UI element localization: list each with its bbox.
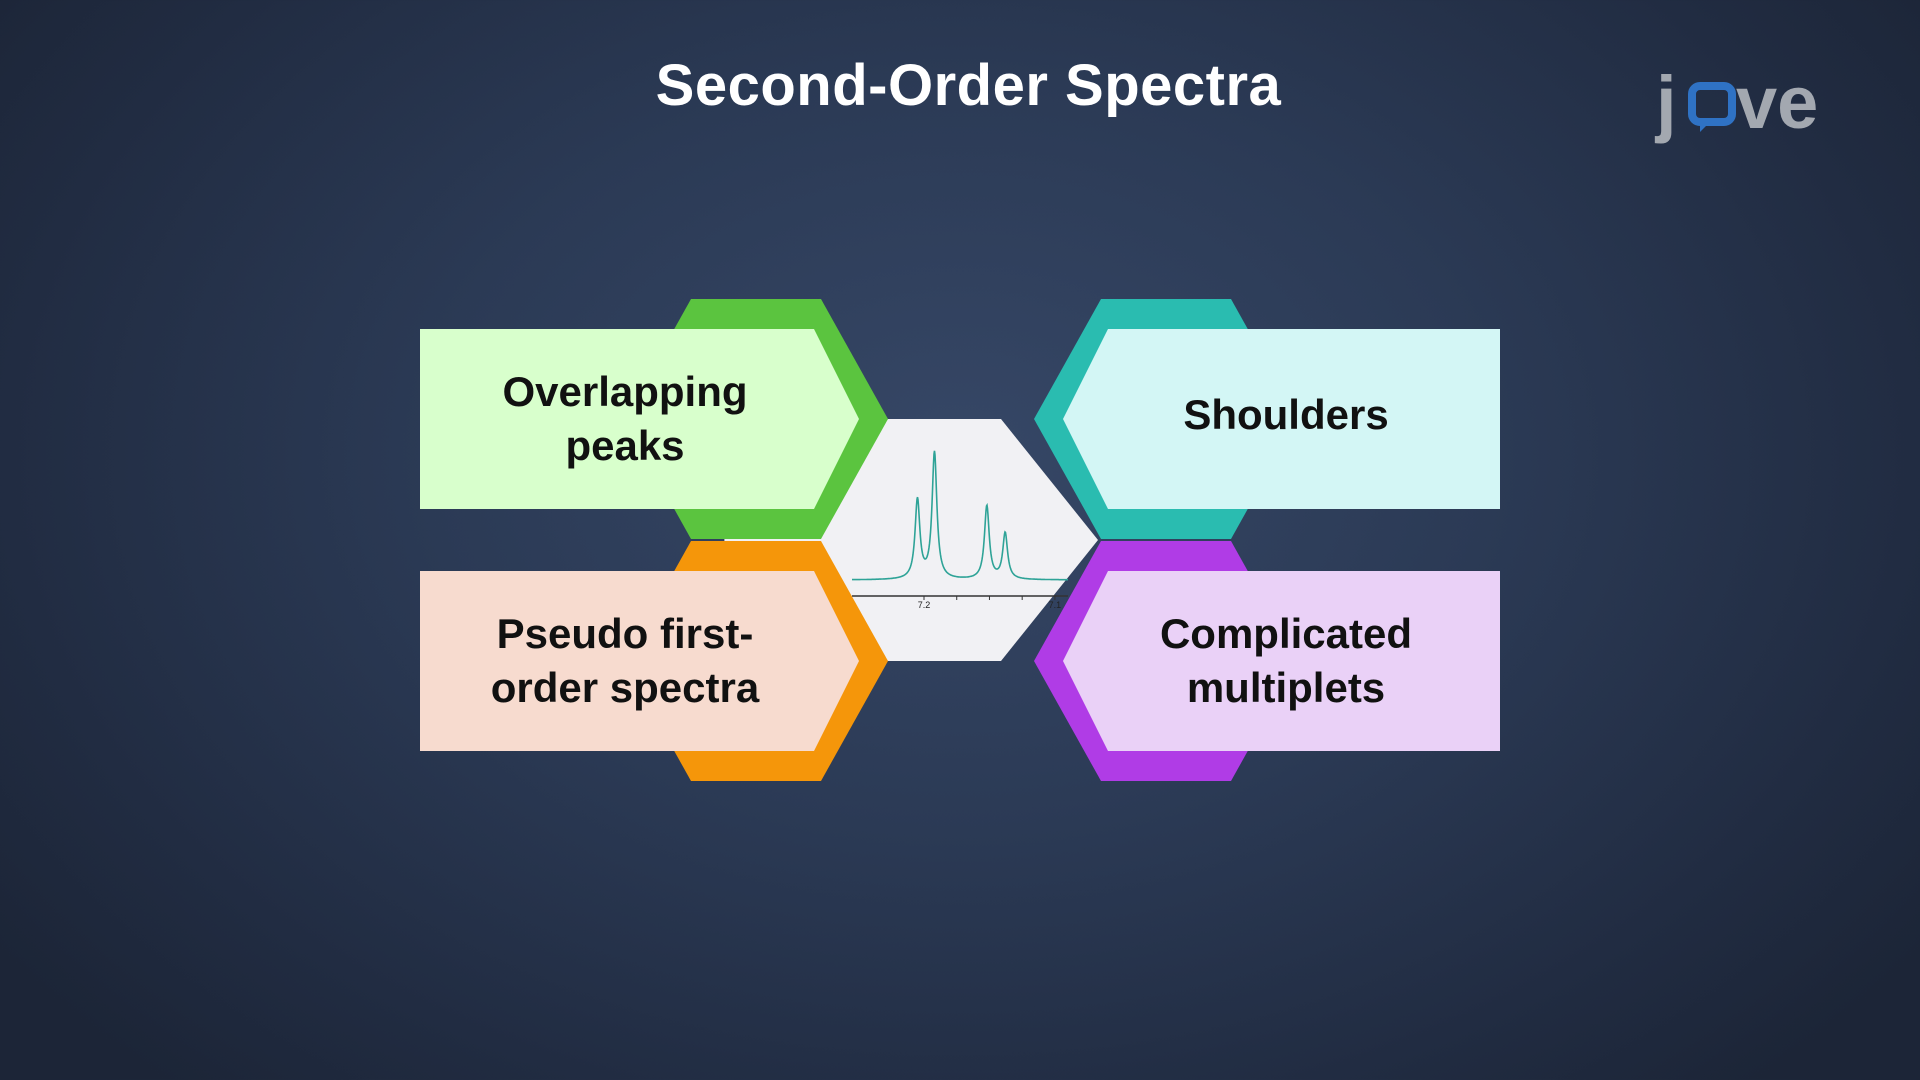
label-pseudo-first-order-spectra: Pseudo first- order spectra: [490, 610, 760, 711]
spectrum-series-line: [852, 450, 1068, 581]
overlapping-peaks-box: [420, 329, 859, 509]
logo-letter-j: j: [1654, 61, 1677, 144]
label-complicated-multiplets: Complicated multiplets: [1159, 610, 1413, 711]
nmr-spectrum: 7.2 7.1: [852, 450, 1068, 610]
complicated-multiplets-box: [1063, 571, 1500, 751]
label-overlapping-peaks: Overlapping peaks: [502, 368, 748, 469]
spectrum-tick-label: 7.2: [918, 600, 931, 610]
jove-logo: j ve: [1654, 61, 1818, 144]
spectrum-ticks: 7.2 7.1: [918, 596, 1061, 610]
speech-bubble-icon: [1688, 82, 1736, 132]
label-shoulders: Shoulders: [1183, 391, 1389, 438]
logo-letters-ve: ve: [1736, 61, 1818, 144]
slide-title: Second-Order Spectra: [655, 53, 1282, 118]
spectrum-tick-label: 7.1: [1049, 600, 1062, 610]
shoulders-box: [1063, 329, 1500, 509]
pseudo-first-order-box: [420, 571, 859, 751]
